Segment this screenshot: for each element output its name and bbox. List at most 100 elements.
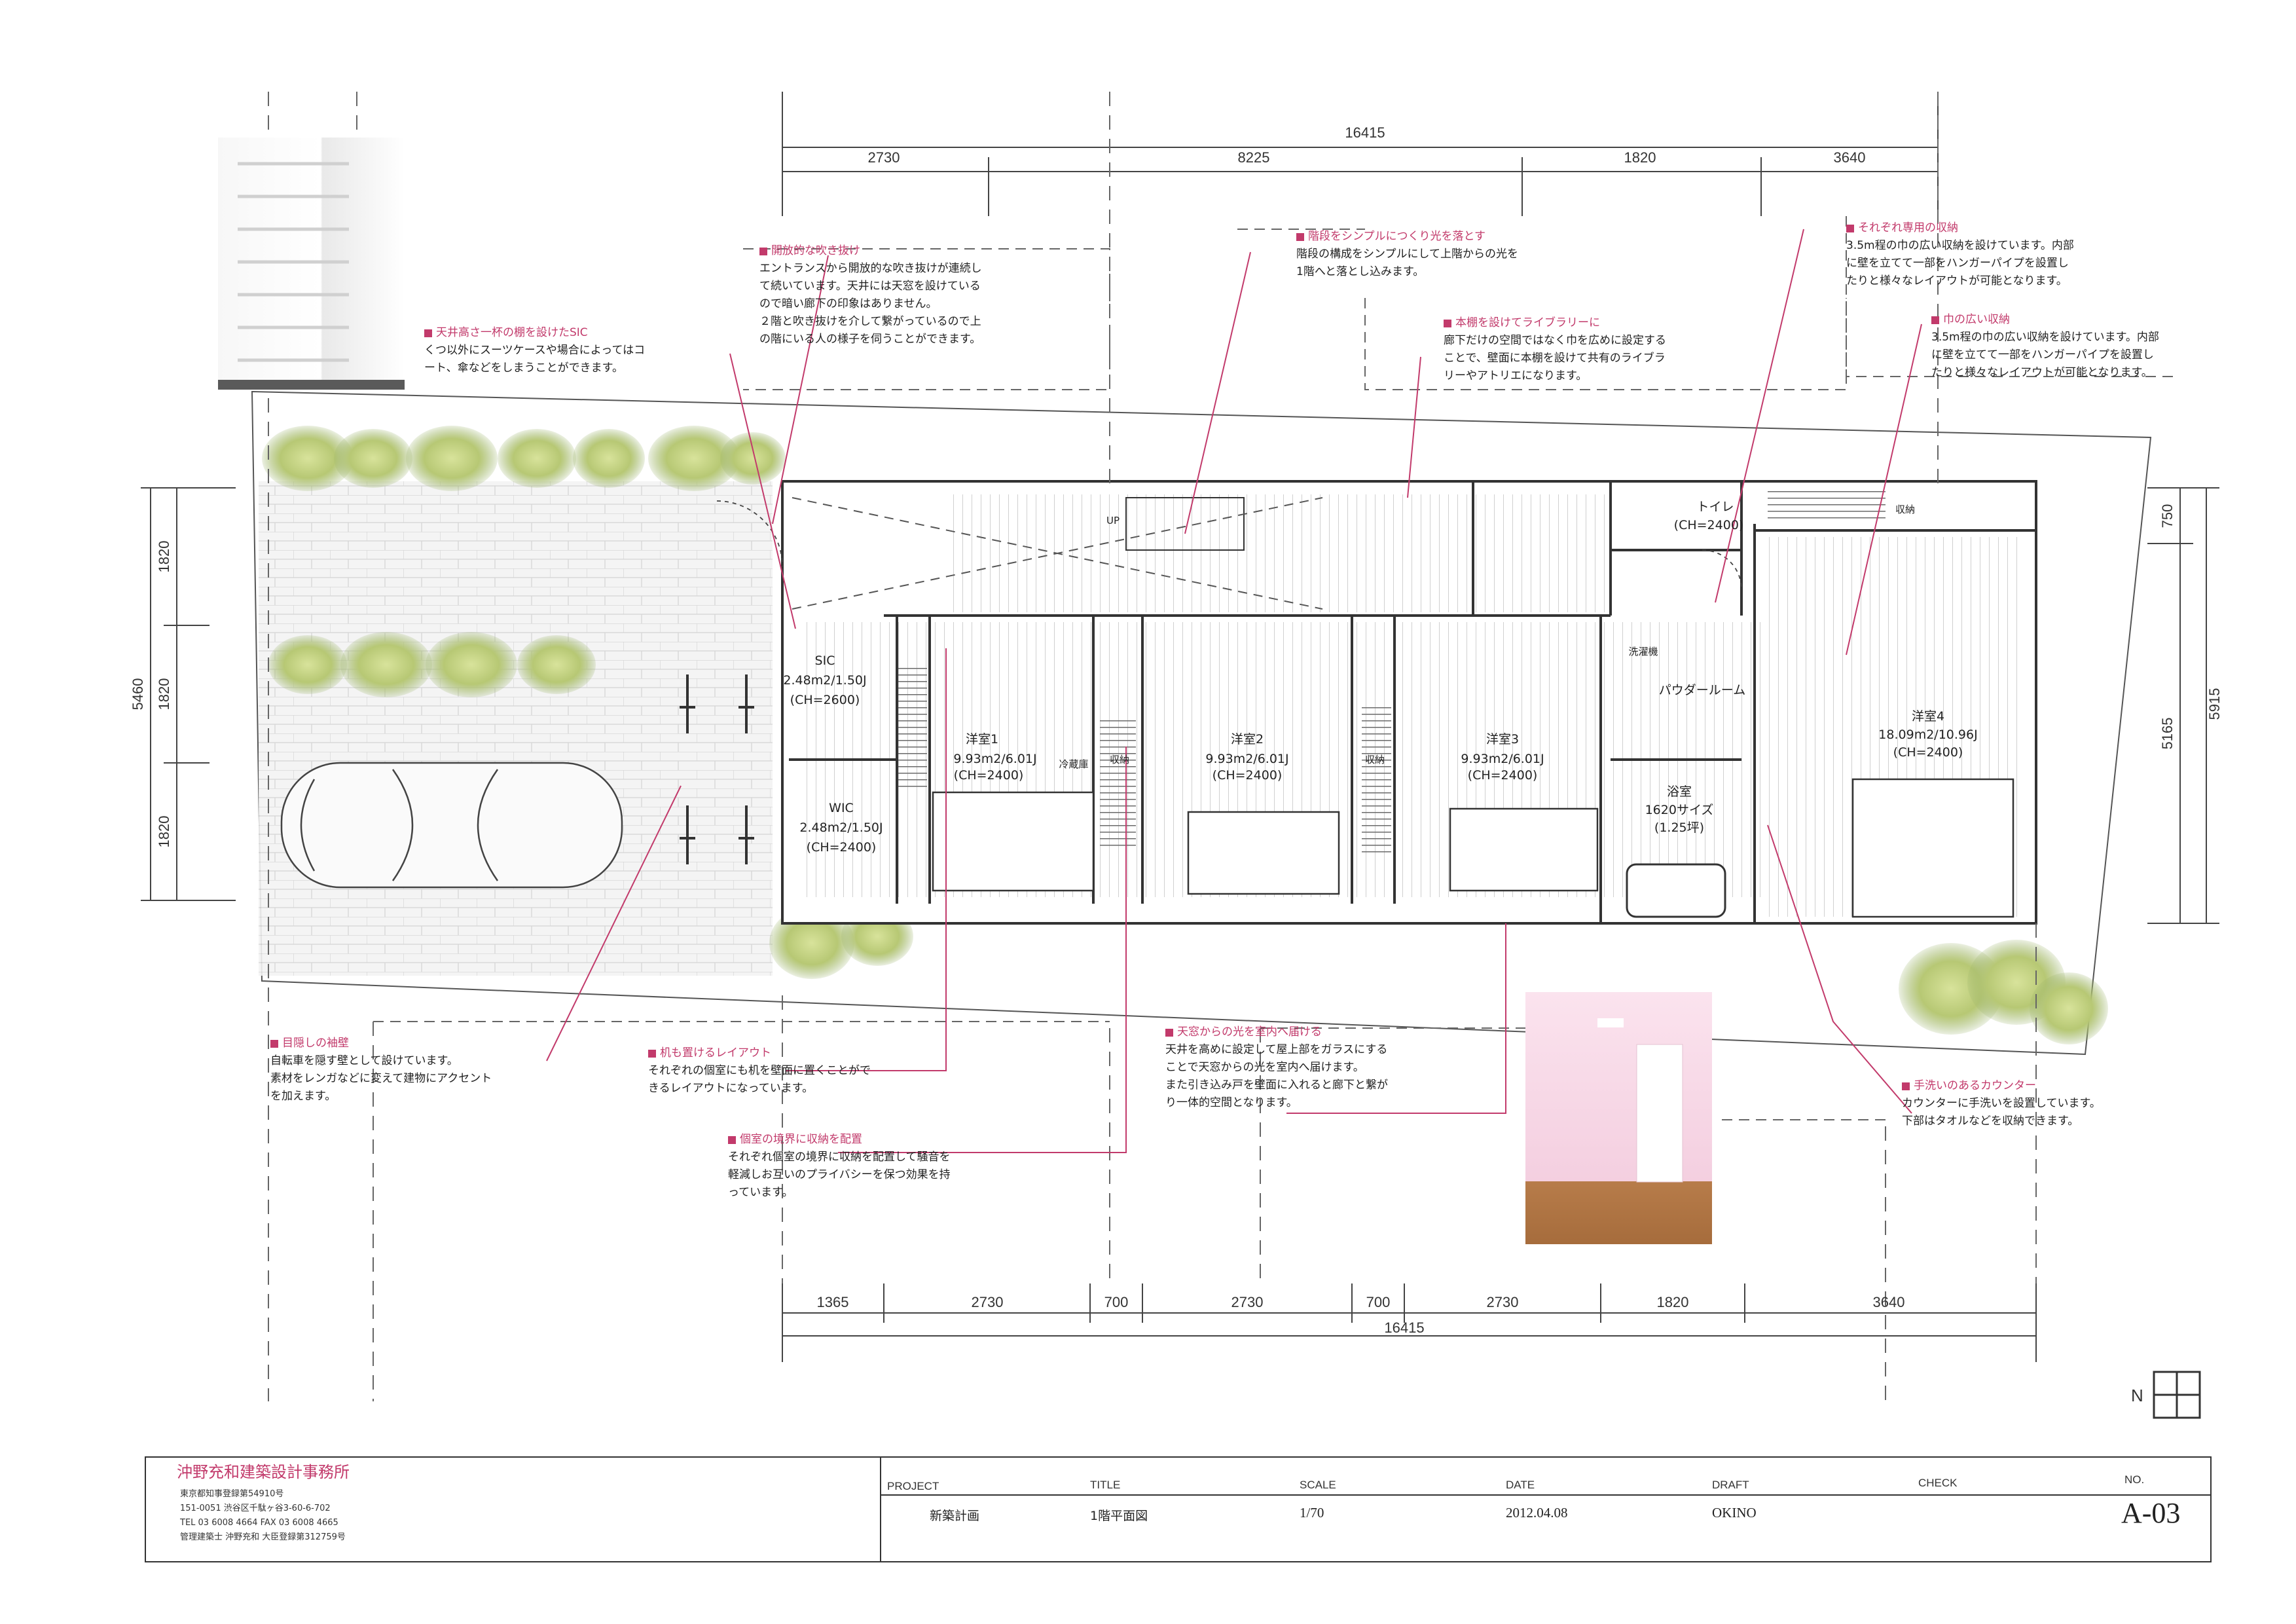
bottom-dim-seg-4: 2730 xyxy=(1231,1294,1264,1310)
tb-scale: 1/70 xyxy=(1300,1505,1324,1521)
note-void: 開放的な吹き抜け エントランスから開放的な吹き抜けが連続し て続いています。天井… xyxy=(759,242,1100,348)
top-dim-seg-3: 1820 xyxy=(1624,149,1656,166)
bottom-dim-seg-1: 1365 xyxy=(817,1294,849,1310)
bottom-dim-seg-7: 1820 xyxy=(1657,1294,1689,1310)
note-partition-storage-body: それぞれ個室の境界に収納を配置して騒音を 軽減しお互いのプライバシーを保つ効果を… xyxy=(728,1151,951,1199)
title-block-frame xyxy=(145,1456,2212,1562)
firm-name: 沖野充和建築設計事務所 xyxy=(177,1463,350,1481)
bath-name: 浴室 xyxy=(1667,784,1692,799)
top-dim-total: 16415 xyxy=(1345,124,1385,141)
note-desk-layout-body: それぞれの個室にも机を壁面に置くことがで きるレイアウトになっています。 xyxy=(648,1064,871,1095)
top-dim-seg-1: 2730 xyxy=(868,149,900,166)
note-counter-body: カウンターに手洗いを設置しています。 下部はタオルなどを収納できます。 xyxy=(1902,1097,2101,1128)
interior-walls xyxy=(789,481,2036,923)
washer-label: 洗濯機 xyxy=(1628,646,1658,657)
stairs xyxy=(1125,497,1245,551)
beds xyxy=(932,778,2014,918)
room-2-area: 9.93m2/6.01J xyxy=(1205,752,1288,766)
note-skylight: 天窓からの光を室内へ届ける 天井を高めに設定して屋上部をガラスにする ことで天窓… xyxy=(1165,1024,1440,1112)
room-4-name: 洋室4 xyxy=(1912,709,1944,724)
door-swings xyxy=(716,500,1742,590)
powder-room-name: パウダールーム xyxy=(1659,683,1745,697)
bottom-dim-seg-3: 700 xyxy=(1104,1294,1129,1310)
right-dim-seg-2: 5165 xyxy=(2159,718,2176,750)
bottom-dimension-lines xyxy=(782,1283,2037,1362)
right-dim-total: 5915 xyxy=(2206,688,2223,720)
toilet-ch: (CH=2400) xyxy=(1674,518,1744,532)
entry-paving xyxy=(642,481,773,976)
note-skylight-body: 天井を高めに設定して屋上部をガラスにする ことで天窓からの光を室内へ届けます。 … xyxy=(1165,1043,1388,1109)
storage-label-2: 収納 xyxy=(1365,754,1385,766)
room-2-ch: (CH=2400) xyxy=(1212,768,1283,783)
north-arrow xyxy=(2153,1371,2201,1419)
tb-title: 1階平面図 xyxy=(1090,1509,1148,1523)
firm-line-1: 東京都知事登録第54910号 xyxy=(180,1489,284,1499)
fridge-label: 冷蔵庫 xyxy=(1059,758,1088,770)
tb-date: 2012.04.08 xyxy=(1506,1505,1568,1521)
top-dim-seg-2: 8225 xyxy=(1238,149,1270,166)
room-1-area: 9.93m2/6.01J xyxy=(953,752,1036,766)
callout-boxes xyxy=(373,216,2174,1120)
room-3-name: 洋室3 xyxy=(1486,732,1519,747)
note-sic: 天井高さ一杯の棚を設けたSIC くつ以外にスーツケースや場合によってはコ ート、… xyxy=(424,324,738,377)
note-sic-title: 天井高さ一杯の棚を設けたSIC xyxy=(424,324,738,342)
right-dimension-lines xyxy=(2147,487,2219,924)
note-library: 本棚を設けてライブラリーに 廊下だけの空間ではなく巾を広めに設定する ことで、壁… xyxy=(1444,314,1719,385)
note-skylight-title: 天窓からの光を室内へ届ける xyxy=(1165,1024,1440,1041)
note-own-storage-title: それぞれ専用の収納 xyxy=(1846,219,2160,237)
note-counter-title: 手洗いのあるカウンター xyxy=(1902,1077,2177,1095)
tb-head-check: CHECK xyxy=(1918,1477,1958,1489)
storage-hatching xyxy=(898,488,1886,858)
room-4-area: 18.09m2/10.96J xyxy=(1878,728,1977,742)
note-wide-storage-title: 巾の広い収納 xyxy=(1931,311,2246,329)
bottom-dim-seg-8: 3640 xyxy=(1873,1294,1905,1310)
storage-label-1: 収納 xyxy=(1110,754,1129,766)
car xyxy=(280,762,623,889)
left-dimension-lines xyxy=(141,487,236,901)
note-screen-wall-title: 目隠しの袖壁 xyxy=(270,1035,545,1052)
room-3-area: 9.93m2/6.01J xyxy=(1461,752,1544,766)
note-screen-wall: 目隠しの袖壁 自転車を隠す壁として設けています。 素材をレンガなどに変えて建物に… xyxy=(270,1035,545,1105)
note-wide-storage-body: 3.5m程の巾の広い収納を設けています。内部 に壁を立てて一部をハンガーパイプを… xyxy=(1931,331,2159,379)
parking-paving xyxy=(259,481,642,976)
left-dim-seg-3: 1820 xyxy=(156,816,172,848)
shelf-icon xyxy=(218,162,405,390)
firm-line-4: 管理建築士 沖野充和 大臣登録第312759号 xyxy=(180,1532,346,1542)
bath-tsubo: (1.25坪) xyxy=(1654,821,1704,835)
tb-sheet-no: A-03 xyxy=(2121,1497,2181,1529)
tb-head-no: NO. xyxy=(2124,1473,2145,1486)
tb-head-date: DATE xyxy=(1506,1479,1535,1491)
top-dim-seg-4: 3640 xyxy=(1834,149,1866,166)
storage-label-3: 収納 xyxy=(1895,504,1915,515)
note-screen-wall-body: 自転車を隠す壁として設けています。 素材をレンガなどに変えて建物にアクセント を… xyxy=(270,1054,492,1103)
tb-project: 新築計画 xyxy=(930,1509,980,1523)
tb-head-draft: DRAFT xyxy=(1712,1479,1749,1491)
bath-size: 1620サイズ xyxy=(1645,803,1714,817)
room-sic-ch: (CH=2600) xyxy=(790,693,860,707)
room-2-name: 洋室2 xyxy=(1231,732,1264,747)
firm-line-2: 151-0051 渋谷区千駄ヶ谷3-60-6-702 xyxy=(180,1504,331,1513)
tb-head-scale: SCALE xyxy=(1300,1479,1336,1491)
note-counter: 手洗いのあるカウンター カウンターに手洗いを設置しています。 下部はタオルなどを… xyxy=(1902,1077,2177,1130)
note-partition-storage-title: 個室の境界に収納を配置 xyxy=(728,1131,1016,1149)
top-dimension-lines xyxy=(782,92,1939,216)
note-stairs-title: 階段をシンプルにつくり光を落とす xyxy=(1296,228,1571,246)
note-library-body: 廊下だけの空間ではなく巾を広めに設定する ことで、壁面に本棚を設けて共有のライブ… xyxy=(1444,334,1666,382)
bottom-dim-seg-6: 2730 xyxy=(1487,1294,1519,1310)
void-markers xyxy=(792,497,1323,610)
firm-line-3: TEL 03 6008 4664 FAX 03 6008 4665 xyxy=(180,1518,338,1528)
note-desk-layout-title: 机も置けるレイアウト xyxy=(648,1044,923,1062)
room-wic-name: WIC xyxy=(829,801,854,815)
room-3-ch: (CH=2400) xyxy=(1468,768,1538,783)
stairs-up-label: UP xyxy=(1106,515,1120,526)
note-own-storage: それぞれ専用の収納 3.5m程の巾の広い収納を設けています。内部 に壁を立てて一… xyxy=(1846,219,2160,290)
room-1-ch: (CH=2400) xyxy=(954,768,1024,783)
note-sic-body: くつ以外にスーツケースや場合によってはコ ート、傘などをしまうことができます。 xyxy=(424,344,646,375)
north-arrow-label: N xyxy=(2131,1386,2143,1405)
note-void-body: エントランスから開放的な吹き抜けが連続し て続いています。天井には天窓を設けてい… xyxy=(759,262,982,346)
room-sic-area: 2.48m2/1.50J xyxy=(783,673,866,688)
note-stairs-body: 階段の構成をシンプルにして上階からの光を 1階へと落とし込みます。 xyxy=(1296,248,1518,278)
bottom-dim-seg-2: 2730 xyxy=(972,1294,1004,1310)
left-dim-total: 5460 xyxy=(130,678,146,710)
